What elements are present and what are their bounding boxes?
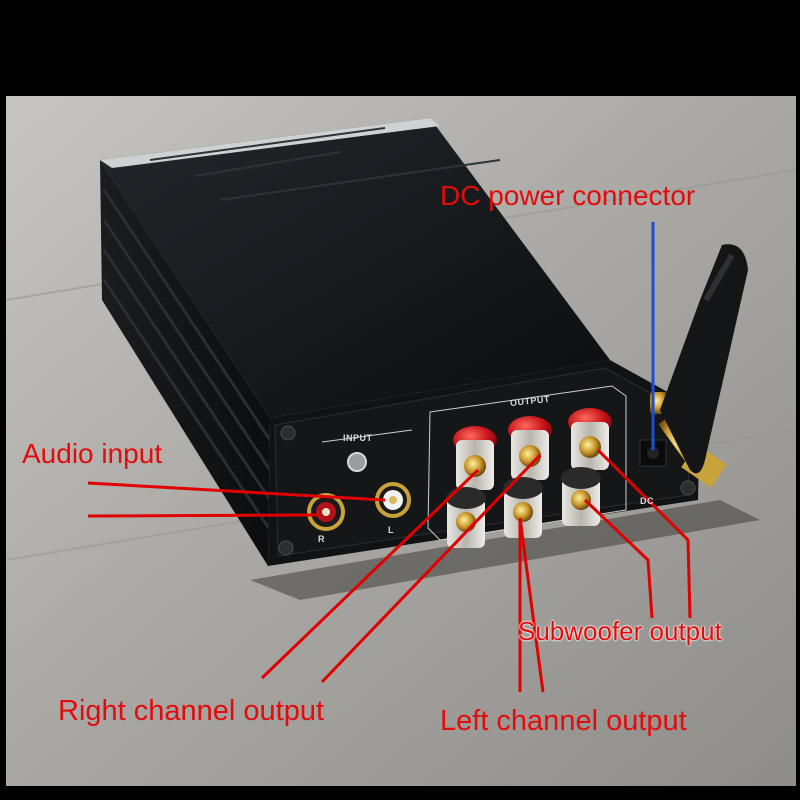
binding-post-top-1 xyxy=(453,426,497,490)
panel-r-text: R xyxy=(318,534,325,544)
panel-l-text: L xyxy=(388,525,394,535)
panel-input-text: INPUT xyxy=(343,433,373,443)
subwoofer-output-label: Subwoofer output xyxy=(518,616,722,646)
audio-input-label: Audio input xyxy=(22,438,163,469)
panel-dc-text: DC xyxy=(640,496,654,506)
dc-power-connector-label: DC power connector xyxy=(440,180,696,211)
right-channel-output-label: Right channel output xyxy=(58,695,325,727)
left-channel-output-label: Left channel output xyxy=(440,705,687,737)
